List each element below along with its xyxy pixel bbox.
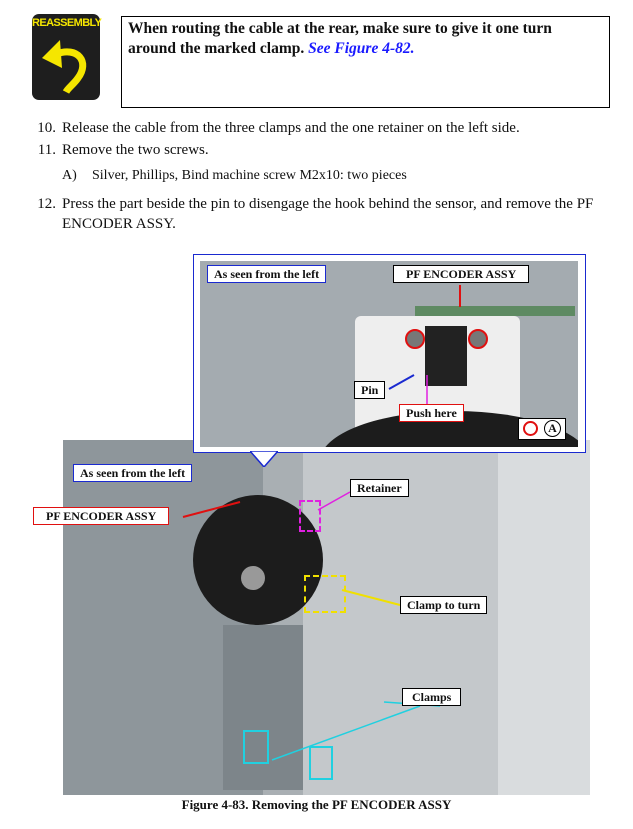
screw-type-badge: A: [544, 419, 561, 437]
figure-link[interactable]: See Figure 4-82.: [308, 40, 415, 57]
return-arrow-icon: [42, 40, 87, 94]
clamp-to-turn-label: Clamp to turn: [400, 596, 488, 614]
callout-lines: [182, 491, 441, 761]
main-part-label: PF ENCODER ASSY: [33, 507, 170, 525]
step-12: 12.Press the part beside the pin to dise…: [37, 196, 594, 232]
inset-view-label: As seen from the left: [207, 265, 327, 283]
inset-part-label: PF ENCODER ASSY: [393, 265, 530, 283]
step-11a: A)Silver, Phillips, Bind machine screw M…: [62, 168, 407, 183]
note-text: When routing the cable at the rear, make…: [128, 20, 552, 57]
inset-pointer: [250, 451, 278, 467]
main-view-label: As seen from the left: [73, 464, 193, 482]
push-here-label: Push here: [399, 404, 464, 422]
inset-callouts: [388, 285, 461, 407]
red-circle-icon: [523, 420, 538, 436]
reassembly-note: When routing the cable at the rear, make…: [121, 16, 610, 108]
step-11: 11.Remove the two screws.: [37, 142, 209, 158]
pin-label: Pin: [354, 381, 386, 399]
retainer-label: Retainer: [350, 479, 409, 497]
clamps-label: Clamps: [402, 688, 462, 706]
figure-caption: Figure 4-83. Removing the PF ENCODER ASS…: [181, 797, 452, 812]
step-10: 10.Release the cable from the three clam…: [37, 120, 520, 136]
screw-legend: A: [518, 418, 566, 440]
inset-photo: [200, 261, 578, 447]
reassembly-icon: REASSEMBLY: [32, 14, 102, 100]
